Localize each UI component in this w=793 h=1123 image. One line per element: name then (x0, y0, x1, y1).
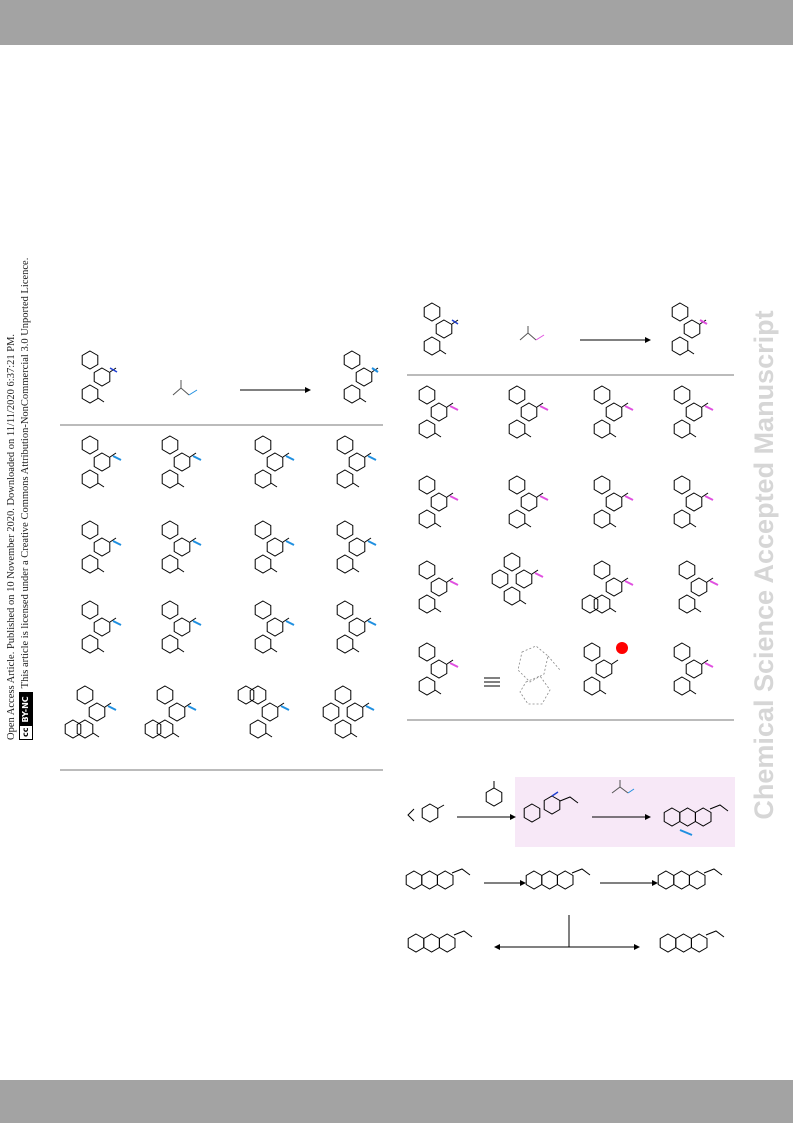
step-1-arrow-head (510, 814, 516, 820)
reagent-structure (519, 326, 545, 341)
reaction-arrow-head (645, 337, 651, 343)
figure-synthesis-sequence (402, 777, 735, 990)
step-4-product (658, 868, 723, 889)
branch-left-product (408, 930, 473, 952)
step-1-reagent (485, 781, 503, 807)
accepted-manuscript-watermark: Chemical Science Accepted Manuscript (749, 310, 779, 820)
step-4-arrow-head (652, 880, 658, 886)
step-1-starting-material (407, 803, 445, 823)
crystal-structure-drawing (517, 645, 561, 705)
product-row-1 (419, 386, 714, 438)
cc-icon: cc (20, 725, 32, 739)
product-row-4 (64, 685, 375, 739)
reaction-arrow-head (305, 387, 311, 393)
step-3-substrate (406, 868, 471, 889)
license-link[interactable]: This article is licensed under a Creativ… (20, 257, 31, 689)
product-row-4 (419, 642, 714, 705)
step-2-arrow-head (645, 814, 651, 820)
branch-arrow-head-right (634, 944, 640, 950)
figure-left-scheme (60, 340, 383, 771)
reactant-biaryl (82, 351, 118, 403)
product-row-2 (82, 521, 377, 573)
branch-arrow-head-left (494, 944, 500, 950)
by-nc-label: BY-NC (20, 693, 32, 726)
reactant-biaryl (424, 303, 458, 355)
product-row-2 (419, 476, 714, 528)
product-structure (344, 351, 379, 403)
cc-license-badge[interactable]: cc BY-NC (19, 692, 33, 740)
product-structure (672, 303, 708, 355)
product-row-3 (82, 601, 377, 653)
reagent-structure (172, 380, 198, 396)
publication-line: Open Access Article. Published on 10 Nov… (6, 333, 17, 740)
open-access-notice: Open Access Article. Published on 10 Nov… (5, 200, 39, 740)
step-3-product (526, 868, 591, 889)
step-2-reagent (611, 780, 635, 794)
figure-right-scheme (407, 290, 734, 721)
highlight-dot (616, 642, 628, 654)
branch-right-product (660, 930, 725, 952)
page-header-bar (0, 0, 793, 45)
step-2-product (664, 804, 729, 836)
product-row-1 (82, 436, 377, 488)
product-row-3 (419, 553, 719, 614)
step-1-product (523, 791, 579, 823)
step-3-arrow-head (520, 880, 526, 886)
page-footer-bar (0, 1080, 793, 1123)
highlighted-step-box (515, 777, 735, 847)
equivalence-symbol (484, 677, 500, 687)
